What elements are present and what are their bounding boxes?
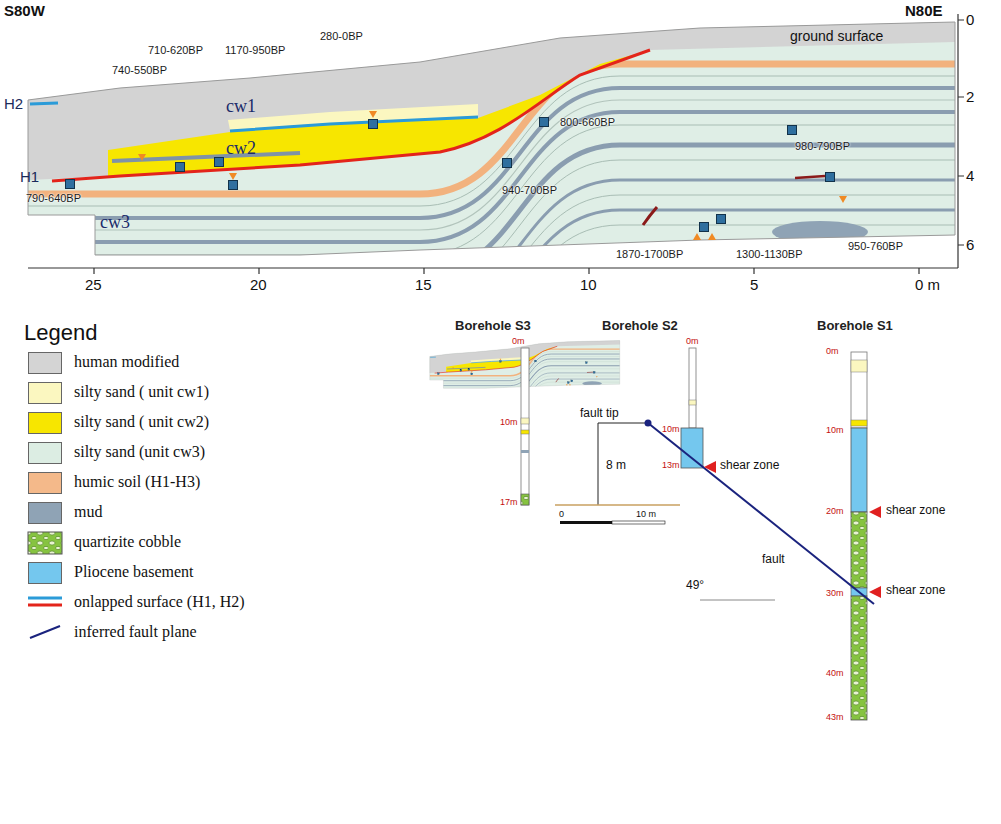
legend-text: silty sand ( unit cw2) — [74, 413, 209, 431]
depth-label: 0m — [826, 346, 839, 356]
date-label: 740-550BP — [112, 64, 167, 76]
legend-swatch — [28, 382, 62, 404]
legend-title: Legend — [24, 320, 97, 346]
date-label: 790-640BP — [26, 192, 81, 204]
depth-label: 17m — [500, 497, 518, 507]
horizon-label: H2 — [4, 95, 23, 112]
legend-swatch — [28, 352, 62, 374]
annotation: shear zone — [720, 458, 779, 472]
surface-label: ground surface — [790, 28, 883, 44]
legend-text: human modified — [74, 353, 179, 371]
axis-label: 4 — [966, 167, 974, 184]
axis-label: 20 — [250, 276, 267, 293]
depth-label: 10m — [662, 424, 680, 434]
date-label: 980-790BP — [795, 140, 850, 152]
borehole-title: Borehole S2 — [602, 318, 678, 333]
legend-swatch — [28, 562, 62, 584]
unit-label: cw1 — [226, 96, 256, 117]
axis-label: 2 — [966, 88, 974, 105]
scale-label: 10 m — [636, 509, 656, 519]
date-label: 280-0BP — [320, 30, 363, 42]
annotation: fault tip — [580, 406, 619, 420]
annotation: 49° — [686, 578, 704, 592]
axis-label: 6 — [966, 236, 974, 253]
borehole-columns — [521, 348, 867, 720]
borehole-title: Borehole S1 — [817, 318, 893, 333]
date-label: 710-620BP — [148, 44, 203, 56]
legend-swatch — [28, 412, 62, 434]
legend-text: onlapped surface (H1, H2) — [74, 593, 245, 611]
depth-label: 0m — [512, 336, 525, 346]
legend-text: quartizite cobble — [74, 533, 181, 551]
depth-label: 10m — [826, 425, 844, 435]
direction-label: N80E — [905, 2, 943, 19]
depth-label: 43m — [826, 712, 844, 722]
depth-label: 30m — [826, 588, 844, 598]
legend-swatch — [28, 472, 62, 494]
date-label: 1870-1700BP — [616, 248, 683, 260]
borehole-title: Borehole S3 — [455, 318, 531, 333]
legend-text: silty sand (unit cw3) — [74, 443, 205, 461]
unit-label: cw3 — [100, 212, 130, 233]
axis-label: 0 — [966, 11, 974, 28]
date-label: 1300-1130BP — [736, 248, 802, 260]
depth-label: 20m — [826, 506, 844, 516]
fault-construction — [555, 420, 881, 605]
trench-section — [20, 22, 965, 355]
axis-label: 10 — [580, 276, 597, 293]
axis-label: 15 — [415, 276, 432, 293]
legend-swatch — [28, 442, 62, 464]
horizon-label: H1 — [20, 168, 39, 185]
legend-text: inferred fault plane — [74, 623, 197, 641]
depth-label: 10m — [500, 417, 518, 427]
axis-label: 25 — [85, 276, 102, 293]
direction-label: S80W — [4, 2, 45, 19]
depth-label: 40m — [826, 668, 844, 678]
legend-text: silty sand ( unit cw1) — [74, 383, 209, 401]
unit-label: cw2 — [226, 138, 256, 159]
depth-label: 13m — [662, 460, 680, 470]
axis-label: 5 — [750, 276, 758, 293]
scale-axes — [28, 14, 964, 274]
legend-swatch — [28, 502, 62, 524]
date-label: 950-760BP — [848, 240, 903, 252]
scale-label: 0 — [559, 509, 564, 519]
depth-label: 0m — [686, 336, 699, 346]
legend-text: mud — [74, 503, 102, 521]
annotation: 8 m — [606, 458, 626, 472]
date-label: 1170-950BP — [225, 44, 285, 56]
annotation: shear zone — [886, 583, 945, 597]
legend-text: humic soil (H1-H3) — [74, 473, 200, 491]
legend-text: Pliocene basement — [74, 563, 194, 581]
legend-samples — [28, 532, 62, 638]
date-label: 940-700BP — [502, 184, 557, 196]
date-label: 800-660BP — [560, 116, 615, 128]
annotation: shear zone — [886, 503, 945, 517]
annotation: fault — [762, 552, 785, 566]
axis-label: 0 m — [915, 276, 940, 293]
